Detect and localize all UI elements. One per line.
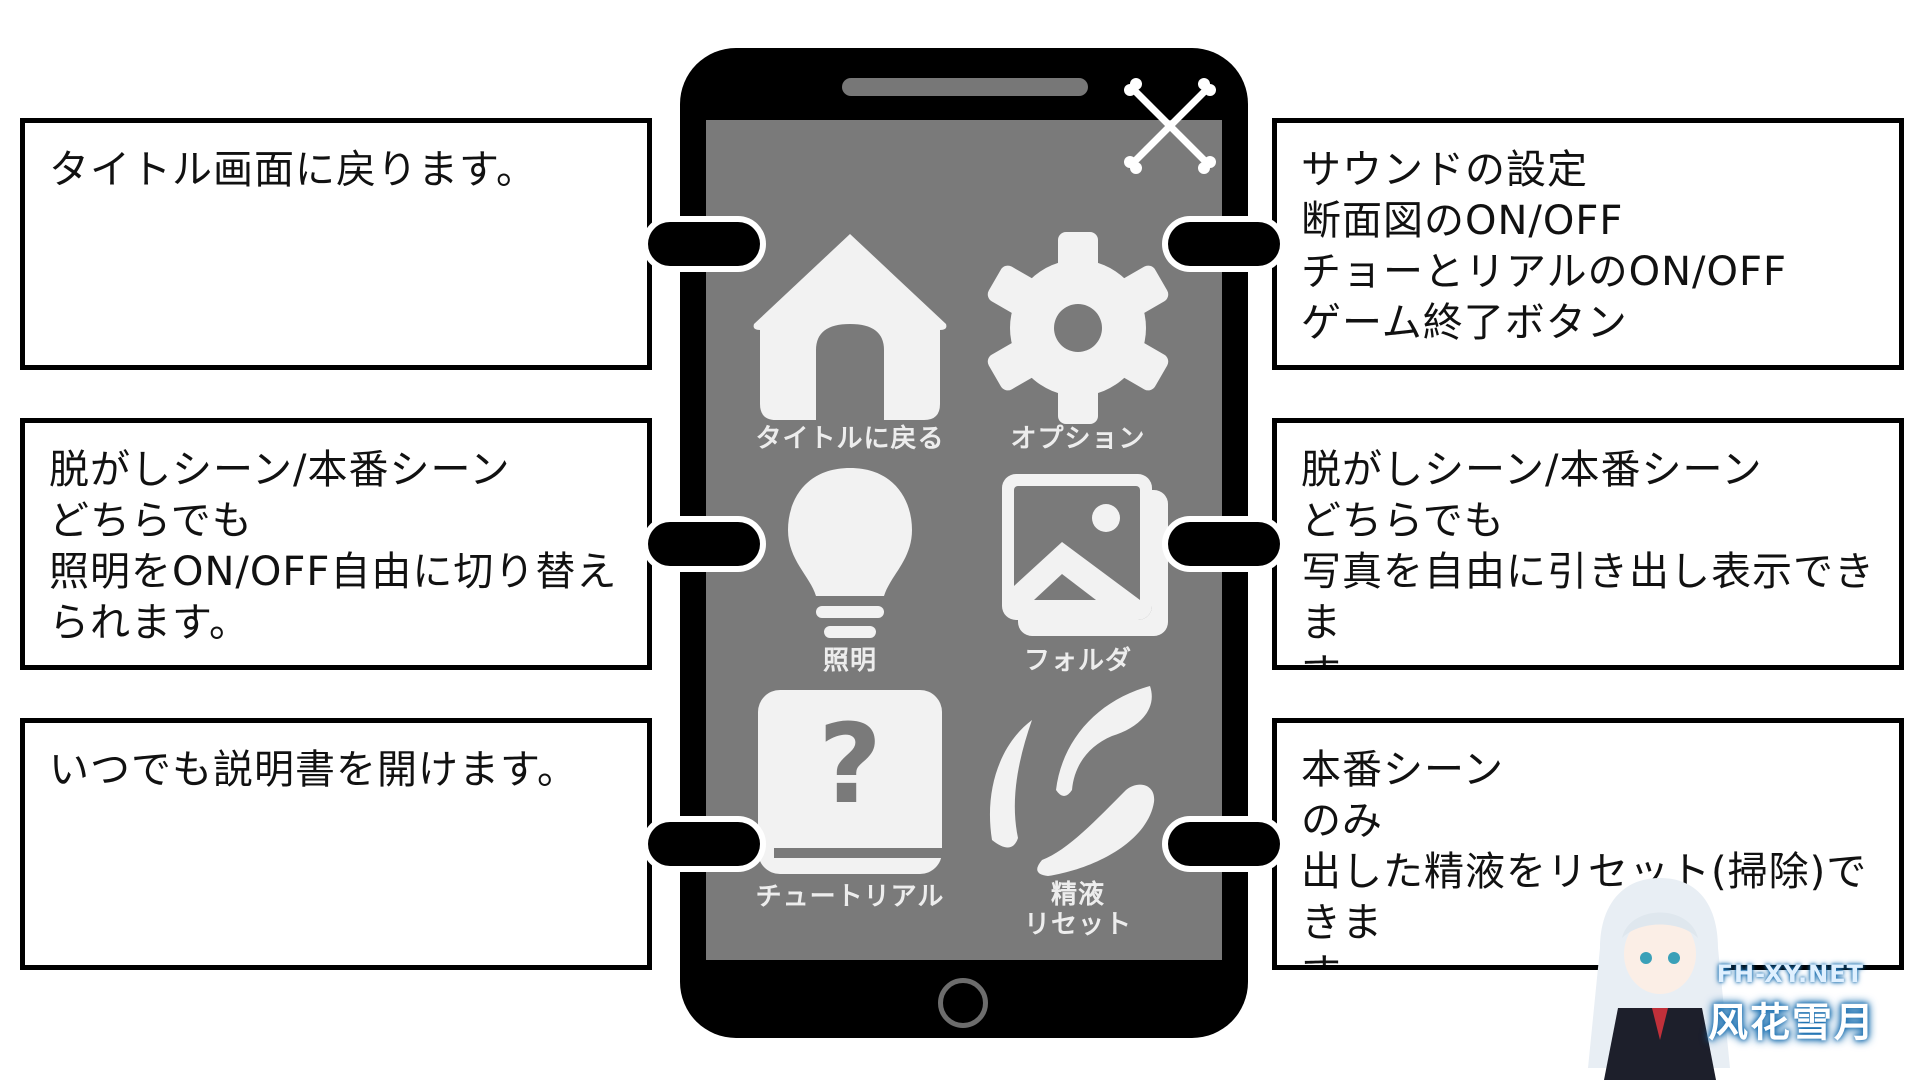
app-label: フォルダ	[1023, 646, 1132, 676]
callout-title-return: タイトル画面に戻ります。	[20, 118, 652, 370]
app-title-return[interactable]: タイトルに戻る	[740, 224, 960, 454]
phone-home-button[interactable]	[938, 978, 988, 1028]
callout-options: サウンドの設定 断面図のON/OFF チョーとリアルのON/OFF ゲーム終了ボ…	[1272, 118, 1904, 370]
app-label: 精液 リセット	[1023, 880, 1132, 940]
home-icon	[753, 234, 947, 420]
lightbulb-icon	[788, 468, 912, 638]
app-options[interactable]: オプション	[968, 224, 1188, 454]
help-book-icon: ?	[758, 690, 942, 874]
connector-folder	[1168, 522, 1280, 566]
phone-screen: タイトルに戻る オプション	[706, 120, 1222, 960]
close-icon[interactable]	[1120, 76, 1220, 176]
connector-lighting	[648, 522, 760, 566]
callout-lighting: 脱がしシーン/本番シーン どちらでも 照明をON/OFF自由に切り替え られます…	[20, 418, 652, 670]
callout-tutorial: いつでも説明書を開けます。	[20, 718, 652, 970]
app-label: タイトルに戻る	[755, 424, 945, 454]
connector-semen-reset	[1168, 822, 1280, 866]
watermark-site: FH-XY.NET	[1716, 960, 1864, 988]
mascot-icon	[1588, 878, 1730, 1080]
connector-tutorial	[648, 822, 760, 866]
app-folder[interactable]: フォルダ	[968, 460, 1188, 676]
app-label: オプション	[1010, 424, 1146, 454]
watermark: FH-XY.NET 风花雪月	[1560, 868, 1900, 1080]
callout-folder: 脱がしシーン/本番シーン どちらでも 写真を自由に引き出し表示できま す。	[1272, 418, 1904, 670]
gear-icon	[987, 232, 1169, 424]
splash-icon	[989, 686, 1155, 876]
app-lighting[interactable]: 照明	[740, 460, 960, 676]
smartphone-frame: タイトルに戻る オプション	[680, 48, 1248, 1038]
app-label: 照明	[822, 646, 877, 676]
connector-options	[1168, 222, 1280, 266]
gallery-icon	[1002, 474, 1168, 636]
watermark-name: 风花雪月	[1708, 1000, 1876, 1046]
svg-text:?: ?	[818, 700, 882, 828]
app-tutorial[interactable]: ? チュートリアル	[740, 682, 960, 912]
app-label: チュートリアル	[755, 882, 945, 912]
callout-semen-reset: 本番シーン のみ 出した精液をリセット(掃除)できま す。	[1272, 718, 1904, 970]
connector-title-return	[648, 222, 760, 266]
app-semen-reset[interactable]: 精液 リセット	[968, 680, 1188, 940]
phone-speaker	[842, 78, 1088, 96]
